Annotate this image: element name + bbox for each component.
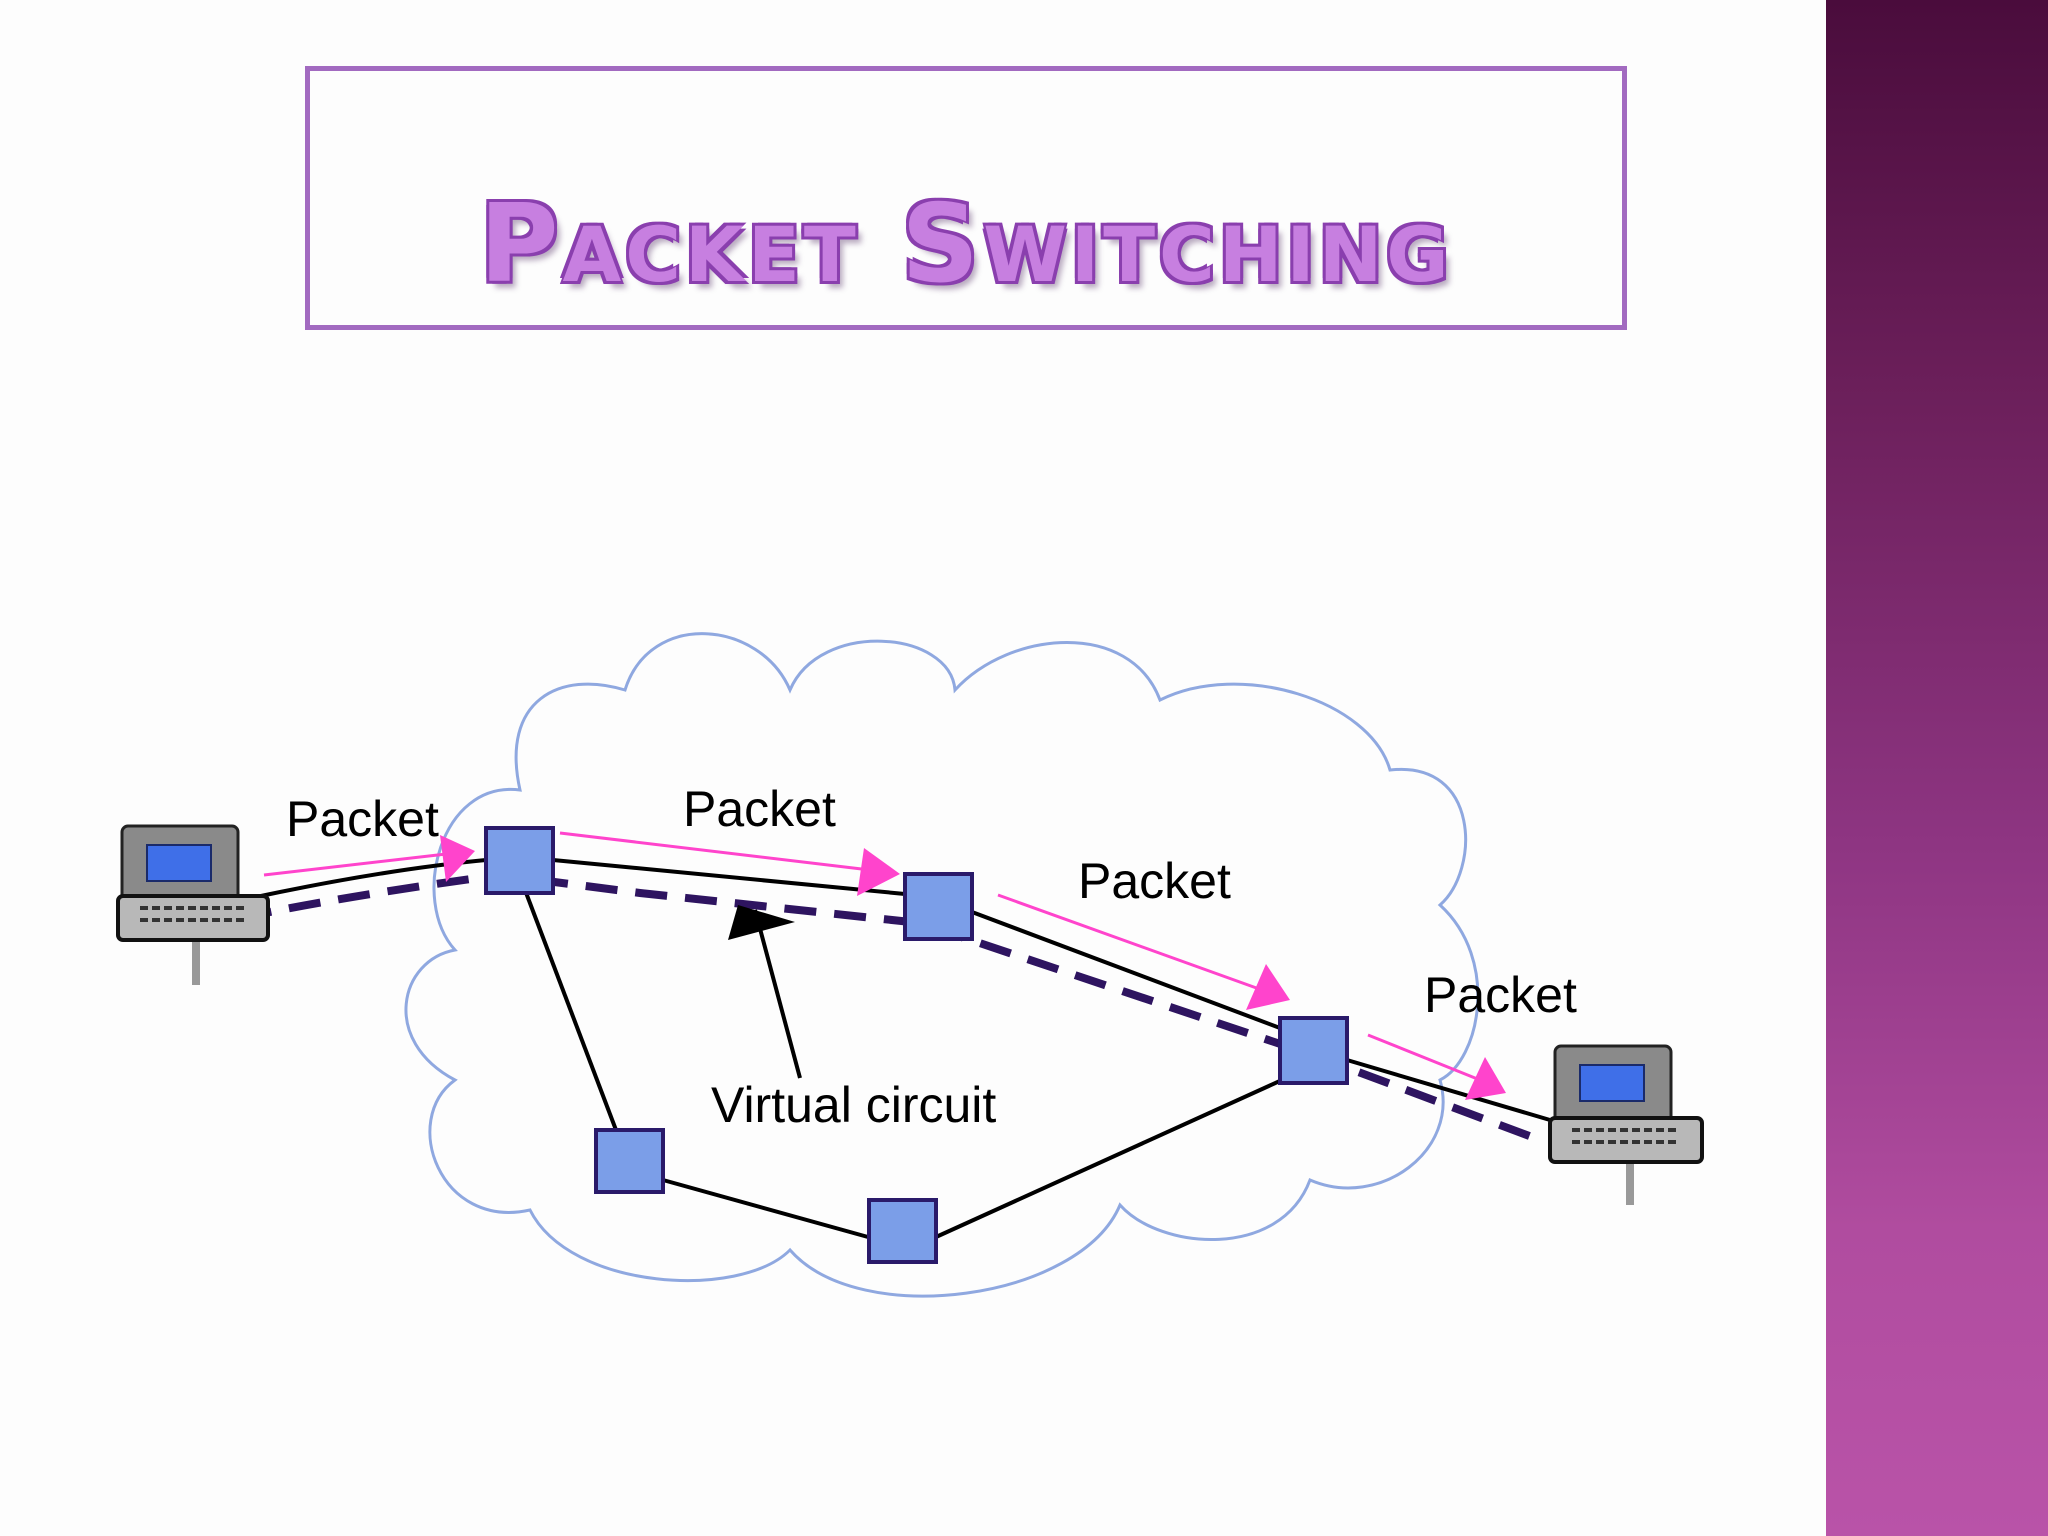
packet-arrow-3 [997, 893, 1290, 1010]
routers [484, 826, 1349, 1264]
packet-arrow-2 [559, 831, 900, 896]
virtual-circuit-path [239, 870, 1542, 1144]
packet-label: Packet [683, 781, 836, 837]
virtual-circuit-label: Virtual circuit [711, 1077, 996, 1133]
packet-label: Packet [1424, 967, 1577, 1023]
slide-title: Packet Switching [479, 182, 1453, 307]
router-node [484, 826, 555, 895]
packet-label: Packet [286, 791, 439, 847]
computer-icon [1548, 1044, 1704, 1205]
sidebar-decoration [1826, 0, 2048, 1536]
network-cloud [404, 632, 1480, 1298]
packet-arrow-4 [1367, 1033, 1506, 1100]
packet-label: Packet [1078, 853, 1231, 909]
packet-arrows [263, 831, 1506, 1100]
packet-arrow-1 [263, 835, 475, 882]
router-node [594, 1128, 665, 1194]
router-node [867, 1198, 938, 1264]
title-box: Packet Switching [305, 66, 1627, 330]
router-node [1278, 1016, 1349, 1085]
computer-icon [116, 824, 270, 985]
router-node [903, 872, 974, 941]
virtual-circuit-pointer [728, 905, 802, 1079]
